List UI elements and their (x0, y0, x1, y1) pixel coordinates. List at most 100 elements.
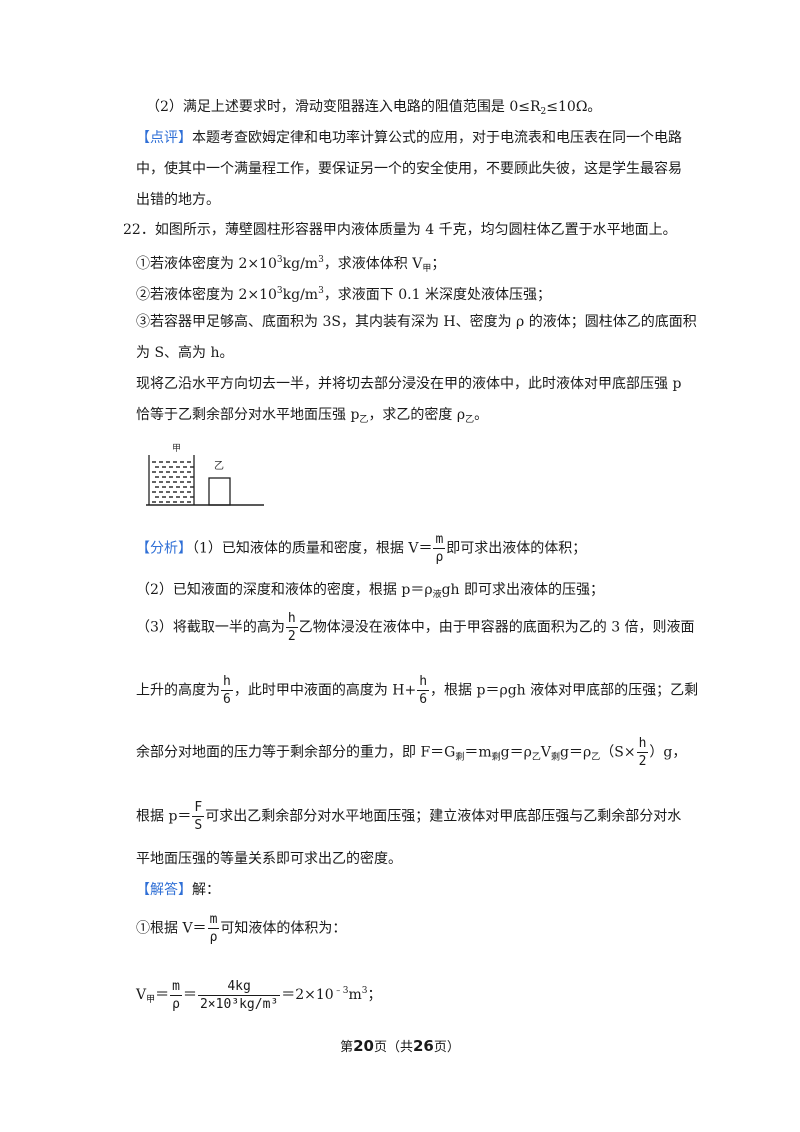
text: ，求乙的密度 ρ (368, 407, 466, 423)
text: 页） (433, 1040, 460, 1055)
denominator: S (194, 818, 203, 833)
text: ≤10Ω。 (546, 99, 602, 115)
text: ＝ (155, 987, 170, 1003)
cylinder-yi (208, 477, 231, 506)
text: V (136, 987, 147, 1003)
superscript: 3 (361, 986, 368, 996)
fraction-bar (636, 752, 649, 753)
numerator: h (638, 736, 647, 751)
text: ＝ (182, 987, 197, 1003)
text: kg/m (282, 287, 319, 303)
text: （3）将截取一半的高为 (136, 619, 285, 636)
subscript: 甲 (422, 264, 432, 274)
numerator: m (172, 978, 180, 994)
denominator: 2 (638, 754, 647, 769)
numerator: h (223, 674, 231, 689)
question-item-3-line-1: ③若容器甲足够高、底面积为 3S，其内装有深为 H、密度为 ρ 的液体；圆柱体乙… (136, 314, 697, 330)
text: ＝m (464, 744, 492, 761)
fraction-bar (197, 994, 281, 996)
text: 本题考查欧姆定律和电功率计算公式的应用，对于电流表和电压表在同一个电路 (192, 130, 682, 146)
subscript: 乙 (591, 752, 601, 763)
figure-label-jia: 甲 (172, 443, 181, 454)
text: ②若液体密度为 2×10 (136, 287, 277, 303)
text: 。 (474, 407, 489, 423)
text: 即可求出液体的体积； (446, 540, 587, 557)
superscript: 3 (318, 255, 324, 265)
text: （2）已知液面的深度和液体的密度，根据 p＝ρ (136, 582, 433, 598)
question-item-3-line-2: 为 S、高为 h。 (136, 345, 234, 361)
text: m (348, 987, 362, 1003)
answer-tag: 【解答】 (136, 882, 192, 898)
question-item-3-line-3: 现将乙沿水平方向切去一半，并将切去部分浸没在甲的液体中，此时液体对甲底部压强 p (136, 376, 682, 392)
text: ）g， (649, 744, 687, 761)
numerator: F (194, 800, 203, 815)
answer-line-0: 【解答】解： (136, 880, 220, 900)
page-footer: 第20页（共26页） (0, 1036, 800, 1055)
text: 如图所示，薄壁圆柱形容器甲内液体质量为 4 千克，均匀圆柱体乙置于水平地面上。 (154, 222, 677, 238)
text: ，求液面下 0.1 米深度处液体压强； (323, 287, 551, 303)
analysis-tag: 【分析】 (136, 540, 192, 557)
denominator: 2 (287, 629, 296, 644)
page-number: 20 (353, 1037, 374, 1055)
denominator: ρ (209, 930, 218, 945)
question-item-3-line-4: 恰等于乙剩余部分对水平地面压强 p乙，求乙的密度 ρ乙。 (136, 405, 488, 430)
text: ，求液体体积 V (323, 256, 423, 272)
total-pages: 26 (413, 1037, 434, 1055)
text: （2）满足上述要求时，滑动变阻器连入电路的阻值范围是 0≤R (146, 99, 541, 115)
text: 可求出乙剩余部分对水平地面压强；建立液体对甲底部压强与乙剩余部分对水 (205, 808, 682, 825)
text: 根据 p＝ (136, 808, 192, 825)
text: ； (367, 987, 382, 1003)
subscript: 剩 (455, 752, 465, 763)
text: g＝ρ (500, 744, 532, 761)
numerator: h (287, 611, 296, 626)
text: gh 即可求出液体的压强； (441, 582, 605, 598)
fraction-bar (221, 690, 233, 691)
subscript: 液 (432, 590, 442, 600)
review-tag: 【点评】 (136, 130, 192, 146)
numerator: m (209, 912, 218, 927)
fraction-bar (192, 816, 205, 817)
text: （S× (600, 744, 636, 761)
denominator: 6 (419, 692, 428, 707)
denominator: 2×10³kg/m³ (199, 996, 279, 1012)
superscript: 3 (318, 286, 324, 296)
denominator: 6 (223, 692, 231, 707)
review-line-1: 【点评】本题考查欧姆定律和电功率计算公式的应用，对于电流表和电压表在同一个电路 (136, 128, 682, 148)
fraction-bar (207, 928, 220, 929)
text: ，此时甲中液面的高度为 H+ (233, 682, 417, 699)
liquid-pattern (152, 461, 194, 503)
fraction-bar (170, 994, 182, 996)
text: 上升的高度为 (136, 682, 220, 699)
text: ＝2×10 (281, 987, 334, 1003)
superscript: ﹣3 (333, 986, 349, 996)
text: ①根据 V＝ (136, 920, 207, 937)
superscript: 3 (276, 286, 283, 296)
text: 页（共 (373, 1040, 413, 1055)
numerator: h (419, 674, 428, 689)
text: g＝ρ (560, 744, 592, 761)
subscript: 乙 (359, 415, 369, 425)
previous-answer-line: （2）满足上述要求时，滑动变阻器连入电路的阻值范围是 0≤R2≤10Ω。 (146, 97, 601, 122)
question-item-1: ①若液体密度为 2×103kg/m3，求液体体积 V甲； (136, 250, 445, 279)
text: ①若液体密度为 2×10 (136, 256, 277, 272)
fraction-bar (285, 627, 298, 628)
review-line-3: 出错的地方。 (136, 192, 220, 208)
denominator: ρ (435, 550, 444, 565)
text: 可知液体的体积为： (220, 920, 347, 937)
text: ，根据 p＝ρgh 液体对甲底部的压强；乙剩 (430, 682, 699, 699)
subscript: 甲 (146, 995, 156, 1005)
subscript: 剩 (491, 752, 501, 763)
text: 解： (192, 882, 220, 898)
analysis-line-7: 平地面压强的等量关系即可求出乙的密度。 (136, 851, 402, 867)
